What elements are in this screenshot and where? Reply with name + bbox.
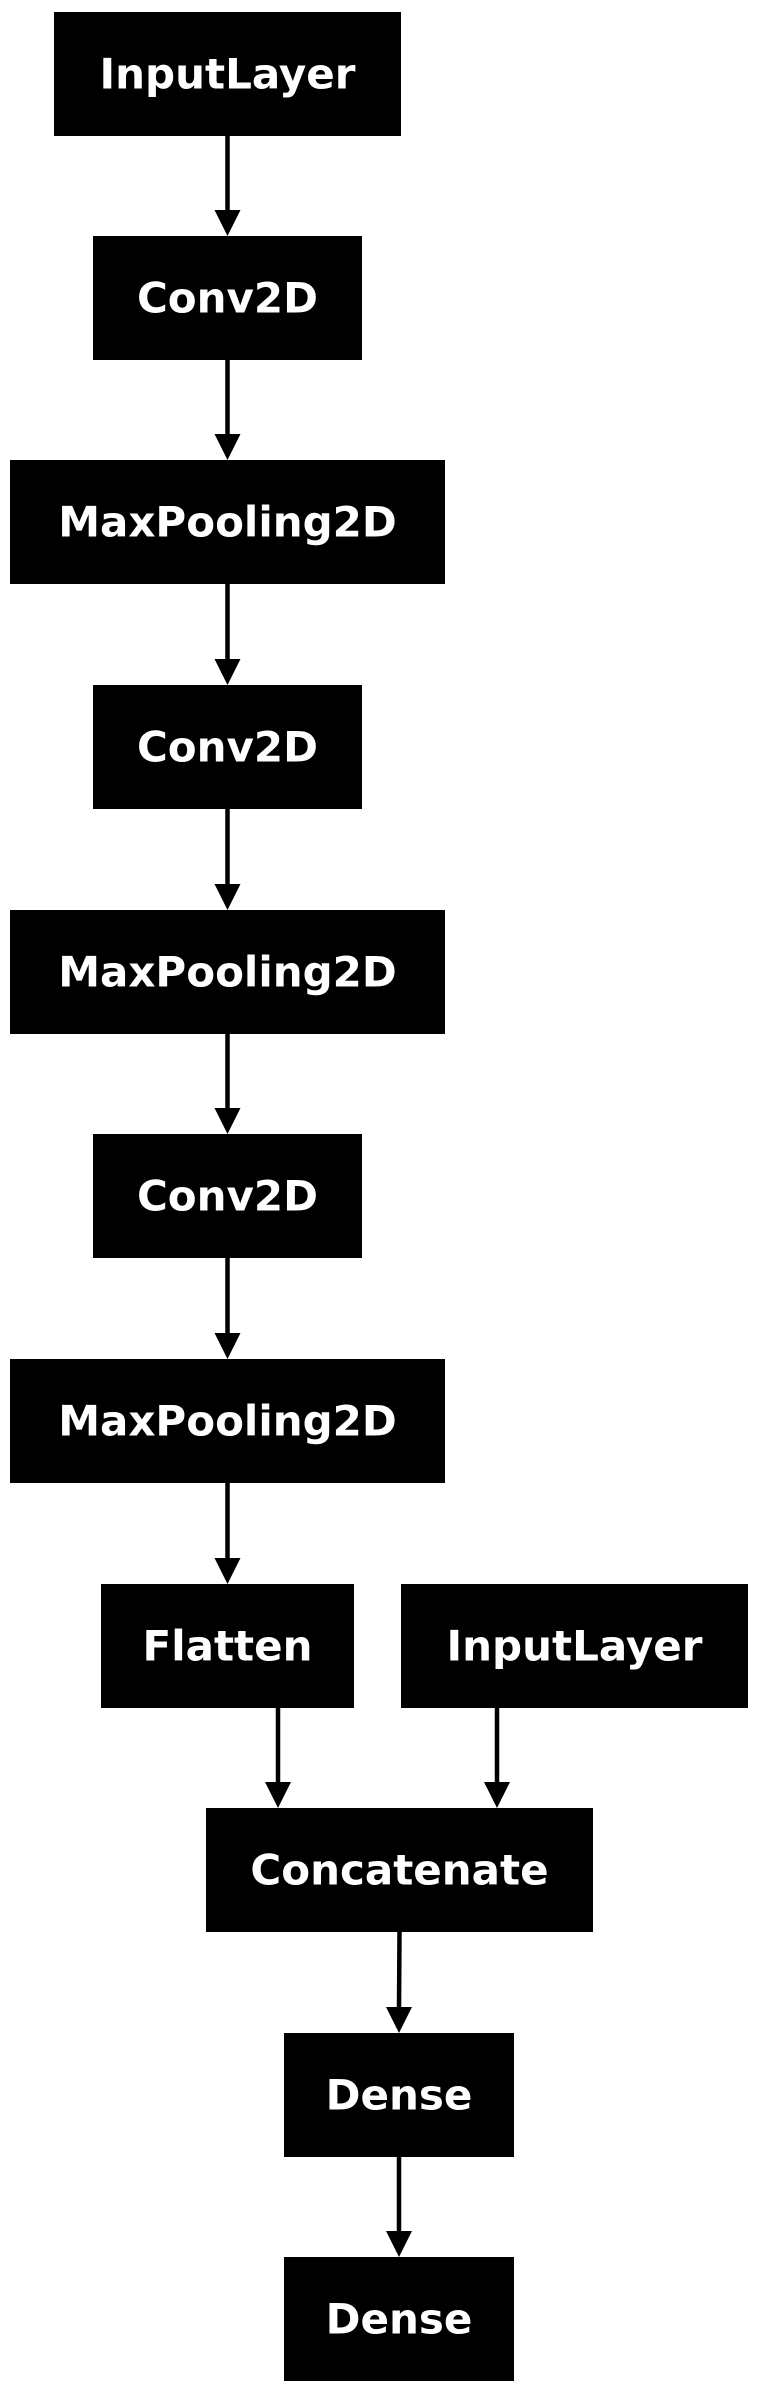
- arrowhead-icon: [214, 1108, 241, 1134]
- arrowhead-icon: [484, 1782, 510, 1808]
- arrowhead-icon: [265, 1782, 291, 1808]
- layer-box: [10, 910, 445, 1034]
- layer-box: [93, 1134, 362, 1258]
- layer-label: MaxPooling2D: [58, 948, 397, 997]
- layer-box: [101, 1584, 354, 1708]
- layer-node-pool-1: MaxPooling2D: [10, 460, 445, 584]
- arrowhead-icon: [214, 884, 241, 910]
- edge-input_2-to-concat: [484, 1708, 510, 1808]
- layer-node-conv-3: Conv2D: [93, 1134, 362, 1258]
- edge-concat-to-dense_1: [386, 1931, 412, 2033]
- layer-label: Flatten: [143, 1622, 313, 1671]
- layer-box: [54, 12, 401, 136]
- layer-label: MaxPooling2D: [58, 498, 397, 547]
- edge-input_1-to-conv_1: [214, 136, 241, 236]
- layer-node-input-2: InputLayer: [401, 1584, 748, 1708]
- arrowhead-icon: [214, 434, 241, 460]
- edge-line: [396, 1931, 402, 2010]
- arrowhead-icon: [214, 1333, 241, 1359]
- layer-node-input-1: InputLayer: [54, 12, 401, 136]
- layer-label: Concatenate: [250, 1846, 548, 1895]
- layer-node-conv-2: Conv2D: [93, 685, 362, 809]
- arrowhead-icon: [214, 210, 241, 236]
- layer-label: MaxPooling2D: [58, 1397, 397, 1446]
- edge-pool_1-to-conv_2: [214, 584, 241, 685]
- layer-label: InputLayer: [100, 50, 356, 99]
- layer-label: InputLayer: [447, 1622, 703, 1671]
- arrowhead-icon: [386, 2231, 412, 2257]
- edge-conv_1-to-pool_1: [214, 360, 241, 460]
- layer-label: Conv2D: [137, 274, 318, 323]
- layer-box: [284, 2033, 514, 2157]
- layer-box: [401, 1584, 748, 1708]
- layer-node-concat: Concatenate: [206, 1808, 593, 1932]
- arrowhead-icon: [214, 659, 241, 685]
- layer-box: [93, 236, 362, 360]
- layer-node-conv-1: Conv2D: [93, 236, 362, 360]
- layer-box: [284, 2257, 514, 2381]
- layer-label: Dense: [326, 2071, 473, 2120]
- layer-label: Dense: [326, 2295, 473, 2344]
- layer-label: Conv2D: [137, 723, 318, 772]
- layer-node-dense-1: Dense: [284, 2033, 514, 2157]
- layer-label: Conv2D: [137, 1172, 318, 1221]
- edge-dense_1-to-dense_2: [386, 2157, 412, 2257]
- layer-node-pool-2: MaxPooling2D: [10, 910, 445, 1034]
- edge-pool_3-to-flatten: [214, 1483, 241, 1584]
- layer-box: [10, 460, 445, 584]
- layer-box: [10, 1359, 445, 1483]
- edge-flatten-to-concat: [265, 1708, 291, 1808]
- arrowhead-icon: [214, 1558, 241, 1584]
- edge-conv_2-to-pool_2: [214, 809, 241, 910]
- layer-box: [206, 1808, 593, 1932]
- layer-box: [93, 685, 362, 809]
- edge-pool_2-to-conv_3: [214, 1034, 241, 1134]
- layer-node-pool-3: MaxPooling2D: [10, 1359, 445, 1483]
- layer-node-dense-2: Dense: [284, 2257, 514, 2381]
- nodes-layer: InputLayerConv2DMaxPooling2DConv2DMaxPoo…: [10, 12, 748, 2381]
- edges-layer: [214, 136, 510, 2257]
- edge-conv_3-to-pool_3: [214, 1258, 241, 1359]
- arrowhead-icon: [386, 2007, 412, 2033]
- layer-node-flatten: Flatten: [101, 1584, 354, 1708]
